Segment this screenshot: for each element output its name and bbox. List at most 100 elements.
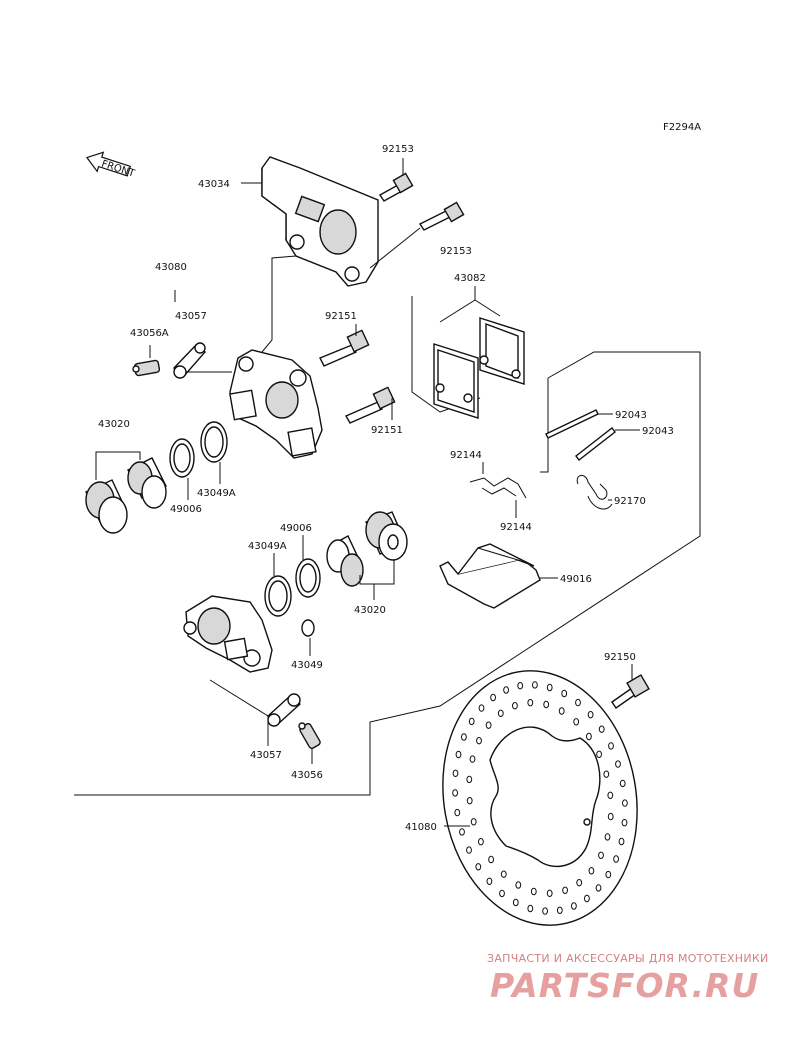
watermark-tagline: ЗАПЧАСТИ И АКСЕССУАРЫ ДЛЯ МОТОТЕХНИКИ — [487, 952, 769, 965]
label-43049: 43049 — [291, 660, 323, 671]
pad-pin-lower — [575, 427, 616, 461]
vent-hole — [615, 760, 621, 768]
vent-hole — [546, 889, 553, 897]
vent-hole — [605, 870, 612, 879]
vent-hole — [454, 808, 461, 817]
pad-spring — [469, 477, 527, 499]
vent-hole — [503, 686, 510, 694]
vent-hole — [512, 898, 519, 907]
vent-hole — [478, 838, 484, 846]
vent-hole — [598, 725, 605, 733]
vent-hole — [562, 886, 568, 894]
label-43034: 43034 — [198, 179, 230, 190]
vent-hole — [595, 884, 602, 892]
banjo-fitting — [172, 342, 207, 379]
vent-hole — [466, 797, 473, 805]
label-43082: 43082 — [454, 273, 486, 284]
vent-hole — [586, 732, 592, 741]
vent-hole — [469, 755, 476, 763]
label-92153-upper: 92153 — [382, 144, 414, 155]
front-arrow-icon: FRONT — [85, 151, 137, 180]
vent-hole — [500, 870, 507, 878]
vent-hole — [619, 779, 626, 788]
o-ring-43049 — [301, 619, 315, 637]
vent-hole — [476, 737, 482, 745]
bleeder-valve-lower — [298, 722, 321, 749]
seal-ring-43049a-lower — [264, 575, 292, 617]
vent-hole — [475, 863, 482, 871]
disc-bolt-92150 — [611, 674, 650, 709]
vent-hole — [466, 775, 473, 784]
vent-hole — [527, 904, 534, 913]
label-43080: 43080 — [155, 262, 187, 273]
vent-hole — [499, 889, 505, 898]
vent-hole — [598, 851, 604, 859]
vent-hole — [490, 693, 497, 702]
label-92151-lower: 92151 — [371, 425, 403, 436]
label-92043-lower: 92043 — [642, 426, 674, 437]
vent-hole — [556, 906, 563, 914]
figure-code: F2294A — [663, 122, 701, 133]
bolt-92153-upper — [378, 172, 414, 202]
label-49016: 49016 — [560, 574, 592, 585]
vent-hole — [573, 718, 580, 726]
vent-hole — [613, 855, 619, 863]
bolt-92151-lower — [345, 386, 396, 424]
vent-hole — [622, 799, 628, 807]
vent-hole — [608, 742, 614, 750]
label-92170: 92170 — [614, 496, 646, 507]
label-92150: 92150 — [604, 652, 636, 663]
label-41080: 41080 — [405, 822, 437, 833]
label-43056: 43056 — [291, 770, 323, 781]
label-43056a: 43056A — [130, 328, 169, 339]
bolt-92153-lower — [418, 201, 465, 231]
seal-ring-49006-lower — [295, 558, 321, 598]
vent-hole — [607, 812, 614, 821]
label-43057-upper: 43057 — [175, 311, 207, 322]
brake-pad-left — [433, 343, 479, 419]
vent-hole — [466, 846, 472, 854]
caliper-body-lower — [183, 595, 273, 673]
vent-hole — [603, 770, 610, 778]
seal-ring-43049a-upper — [200, 421, 228, 463]
vent-hole — [530, 887, 537, 896]
vent-hole — [558, 707, 565, 715]
piston-small-lower — [326, 535, 364, 587]
pad-shim-plate — [439, 543, 541, 609]
vent-hole — [488, 855, 495, 864]
vent-hole — [455, 750, 462, 759]
vent-hole — [452, 769, 459, 777]
watermark-logo: PARTSFOR.RU — [490, 966, 760, 1005]
piston-small-upper — [127, 457, 167, 509]
label-43020-upper: 43020 — [98, 419, 130, 430]
label-43049a-lower: 43049A — [248, 541, 287, 552]
label-43049a-upper: 43049A — [197, 488, 236, 499]
bleeder-valve — [132, 359, 161, 377]
label-49006-lower: 49006 — [280, 523, 312, 534]
vent-hole — [584, 894, 590, 903]
vent-hole — [576, 879, 583, 887]
brake-pad-right — [479, 317, 525, 385]
vent-hole — [588, 867, 595, 875]
vent-hole — [517, 682, 524, 690]
vent-hole — [546, 683, 553, 692]
vent-hole — [621, 819, 628, 827]
vent-hole — [486, 877, 493, 885]
label-43020-lower: 43020 — [354, 605, 386, 616]
vent-hole — [587, 711, 594, 719]
vent-hole — [607, 791, 614, 799]
vent-hole — [527, 699, 534, 707]
seal-ring-49006-upper — [169, 438, 195, 478]
vent-hole — [604, 833, 611, 841]
vent-hole — [485, 721, 492, 729]
vent-hole — [468, 717, 475, 726]
label-92153-lower: 92153 — [440, 246, 472, 257]
vent-hole — [515, 881, 522, 889]
vent-hole — [618, 837, 625, 846]
vent-hole — [543, 700, 550, 709]
piston-large-lower — [365, 511, 408, 561]
vent-hole — [497, 709, 504, 717]
vent-hole — [512, 702, 518, 710]
vent-hole — [452, 789, 459, 797]
